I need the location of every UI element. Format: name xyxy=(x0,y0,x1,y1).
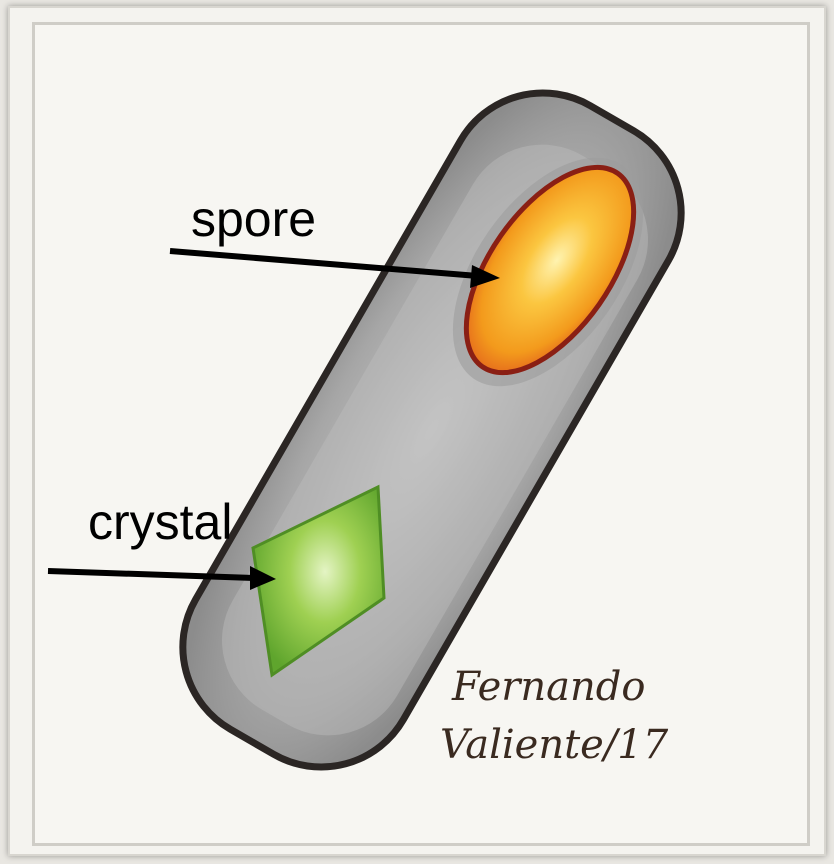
artist-signature: Fernando Valiente/17 xyxy=(440,664,669,768)
spore-label: spore xyxy=(191,194,316,244)
svg-text:Fernando: Fernando xyxy=(451,664,645,710)
crystal-label: crystal xyxy=(88,497,232,547)
svg-text:Valiente/17: Valiente/17 xyxy=(440,722,669,768)
